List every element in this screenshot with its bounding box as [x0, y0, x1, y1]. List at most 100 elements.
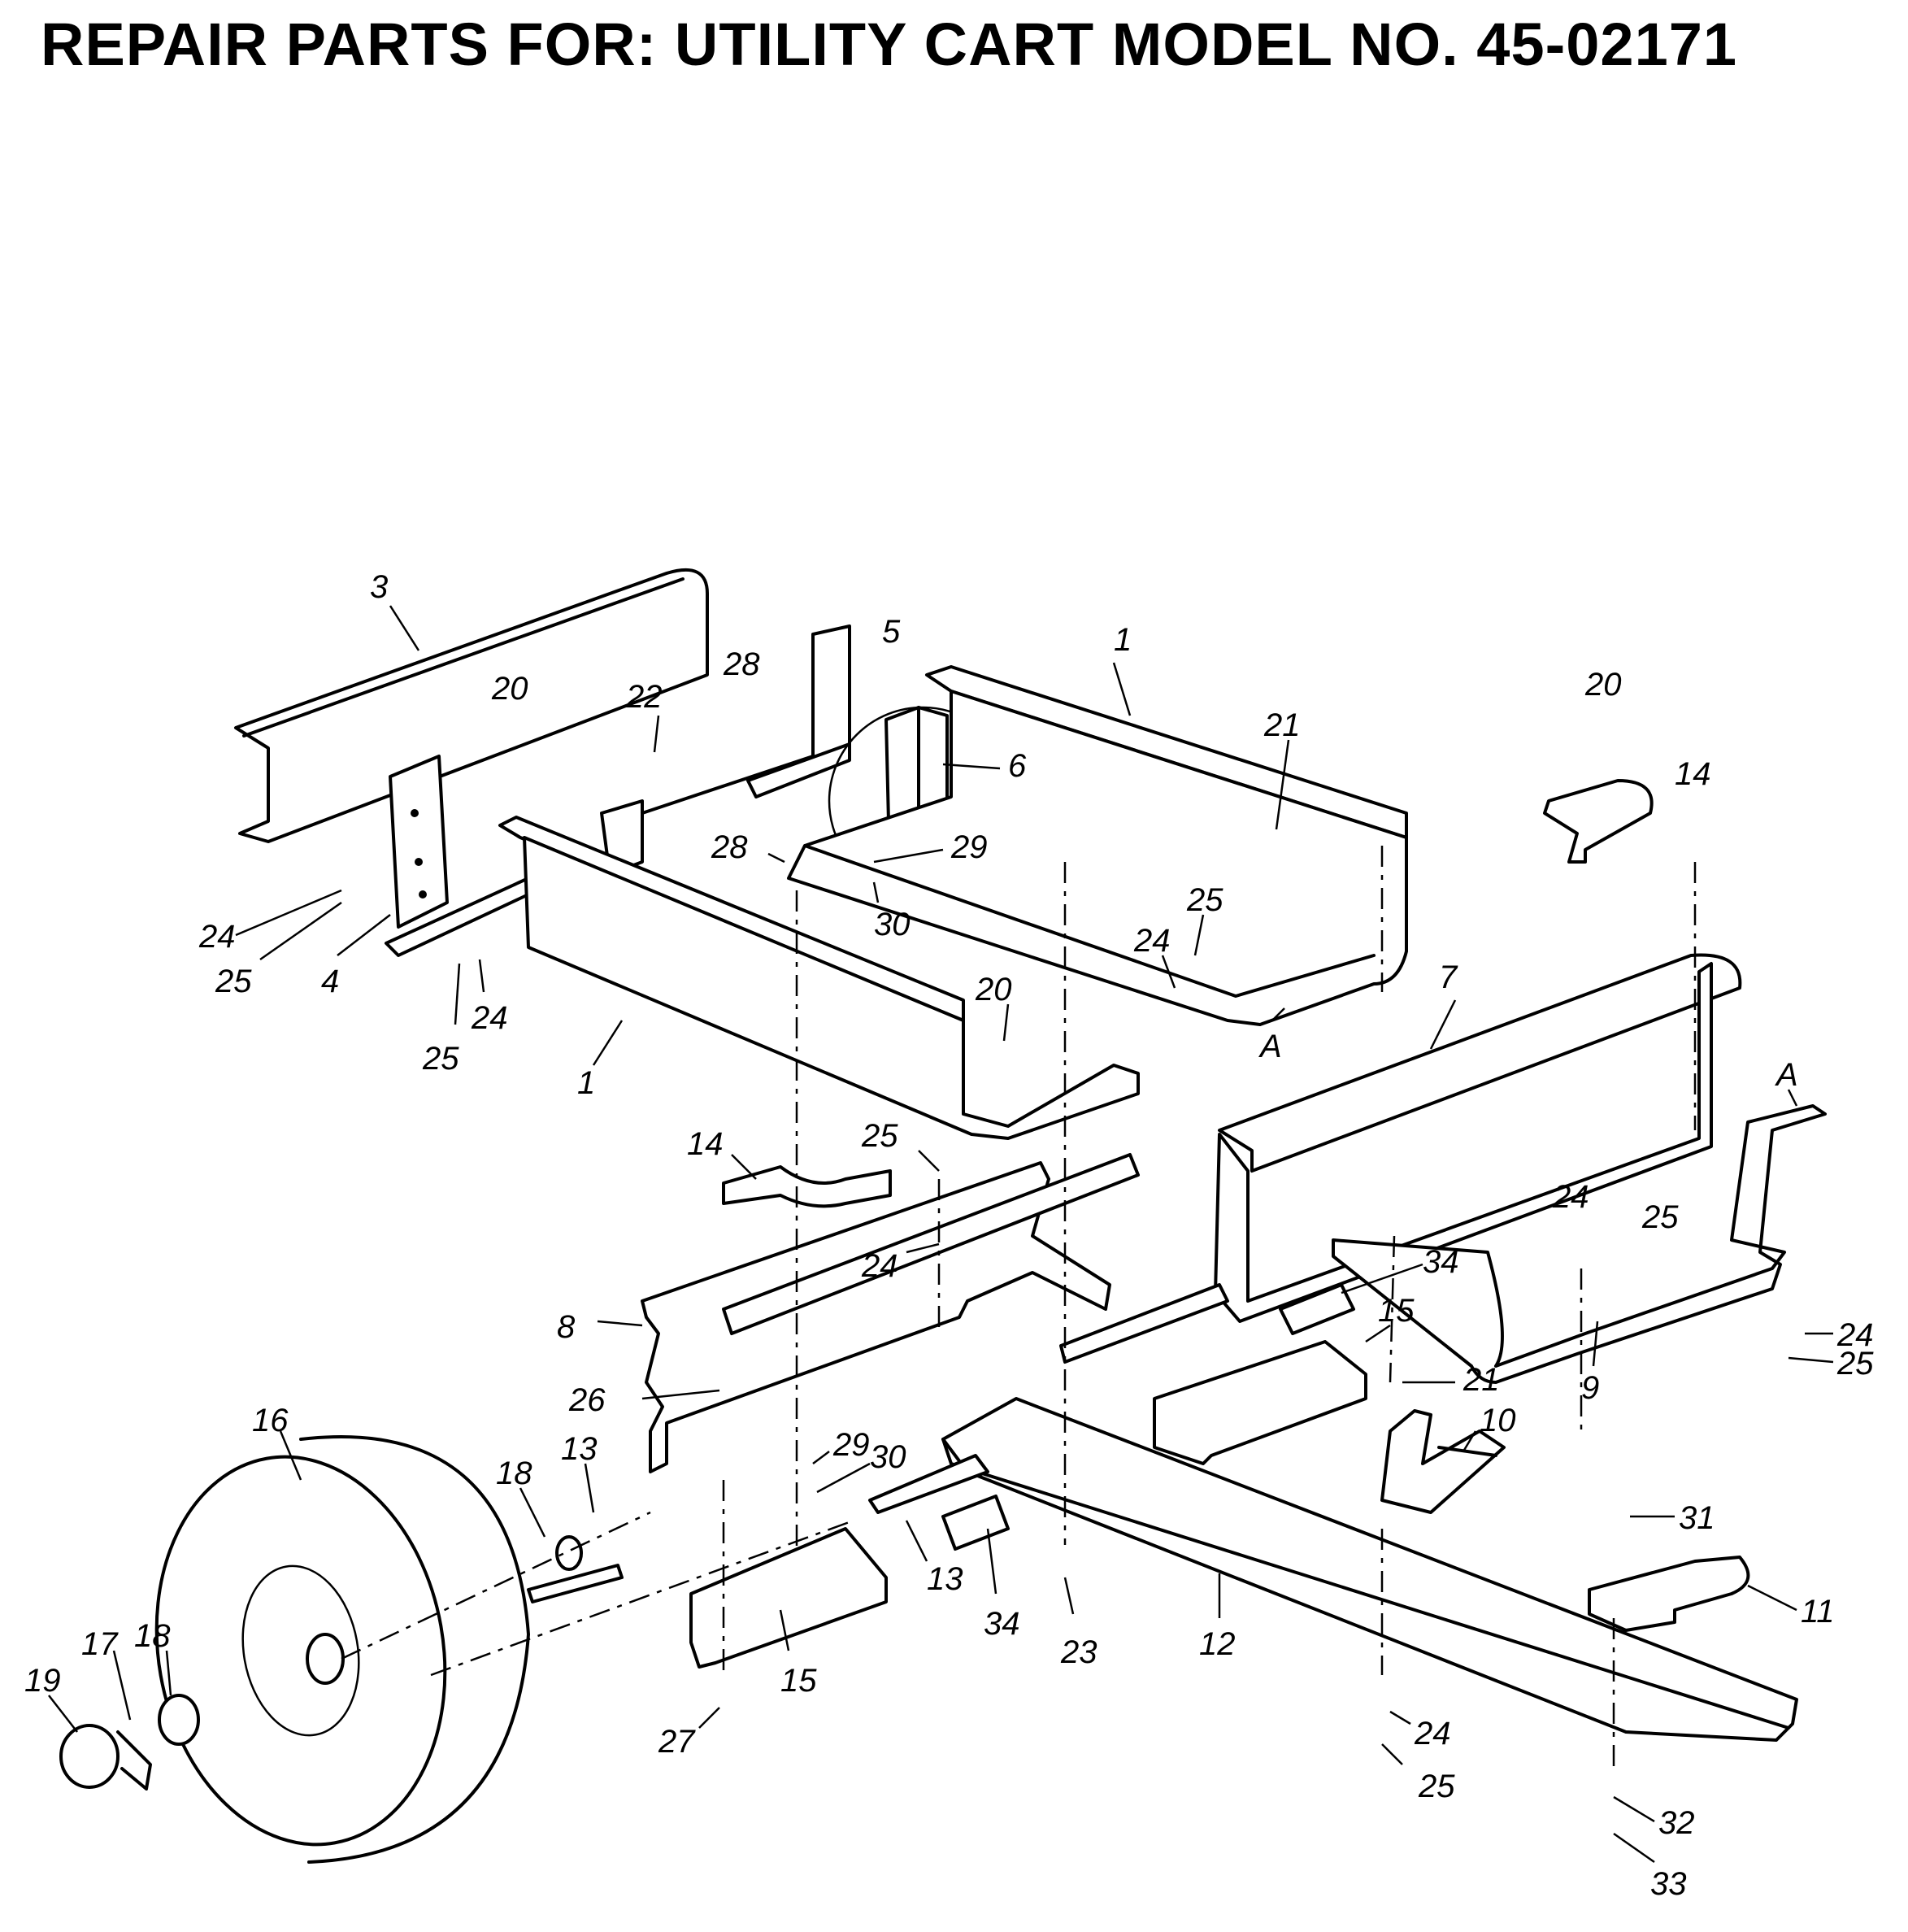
callout: 15	[1378, 1293, 1415, 1329]
callout-25-a: 25	[215, 901, 342, 999]
callout: 30	[870, 1439, 906, 1475]
callout-24-e: 24	[1552, 1179, 1589, 1215]
callout: 6	[1008, 748, 1027, 784]
callout-21-lower: 21	[1402, 1362, 1500, 1398]
callout: 29	[832, 1427, 870, 1463]
part-1-left-side	[498, 816, 1140, 1140]
callout-28-b: 28	[711, 829, 785, 865]
callout: 3	[370, 569, 388, 605]
callout: 21	[1263, 707, 1301, 743]
callout: 22	[625, 679, 663, 715]
callout: 25	[422, 1041, 459, 1077]
callout: 24	[1552, 1179, 1589, 1215]
callout-18-upper: 18	[496, 1456, 546, 1538]
part-9-front-support	[1332, 1104, 1827, 1384]
callout: 24	[198, 919, 236, 955]
callout-12: 12	[1199, 1573, 1236, 1662]
callout-7: 7	[1429, 959, 1458, 1050]
part-15-left-pivot	[689, 1527, 888, 1669]
part-1-right-side	[787, 665, 1408, 1026]
callout-24-d: 24	[861, 1242, 940, 1284]
callout-34-a: 34	[1341, 1244, 1459, 1295]
callout: 7	[1439, 959, 1458, 995]
callout-25-d: 25	[861, 1118, 940, 1172]
callout: 25	[1418, 1769, 1455, 1804]
callout-20-right: 20	[1584, 667, 1622, 703]
callout-25-e: 25	[1641, 1199, 1679, 1235]
callout-13-lower: 13	[905, 1520, 963, 1597]
callout: 24	[861, 1248, 898, 1284]
alignment-lines	[341, 846, 1697, 1773]
callout-26: 26	[568, 1382, 720, 1418]
part-13-axle-rods	[527, 1283, 1355, 1603]
callout-30-a: 30	[872, 881, 911, 942]
part-12-axle-beam	[941, 1397, 1798, 1742]
callout: 15	[780, 1663, 817, 1699]
callout-29-a: 29	[873, 829, 988, 865]
callout: 10	[1480, 1403, 1516, 1438]
callout-25-f: 25	[1788, 1346, 1874, 1382]
callout: 18	[134, 1618, 171, 1654]
callout: 13	[927, 1561, 963, 1597]
callout-23: 23	[1060, 1577, 1097, 1670]
callout: 17	[81, 1626, 119, 1662]
callout: 30	[874, 907, 911, 942]
callout-15-left: 15	[779, 1609, 817, 1699]
part-14-lower-bracket	[722, 1165, 892, 1208]
callout-4: 4	[321, 914, 391, 999]
part-15-right-pivot	[1153, 1340, 1367, 1465]
part-7-front-panel	[1214, 953, 1742, 1323]
callout: 34	[1423, 1244, 1459, 1280]
callout: A	[1258, 1029, 1282, 1064]
callout: 24	[471, 1000, 508, 1036]
callout-19: 19	[24, 1663, 78, 1733]
callout: 14	[687, 1126, 724, 1162]
callout: 24	[1414, 1716, 1451, 1751]
callout-25-b: 25	[422, 963, 461, 1077]
callout: 13	[561, 1431, 598, 1467]
callout-1-left: 1	[577, 1020, 624, 1101]
callout: 16	[252, 1403, 289, 1438]
callout: 34	[984, 1606, 1020, 1642]
callout: 24	[1836, 1317, 1874, 1353]
callout-25-c: 25	[1186, 882, 1223, 956]
callout-29-b: 29	[812, 1427, 870, 1464]
callout-34-b: 34	[984, 1528, 1020, 1642]
callout: 9	[1581, 1370, 1599, 1406]
callout-3: 3	[370, 569, 420, 651]
callout: 26	[568, 1382, 606, 1418]
callout: 25	[1836, 1346, 1874, 1382]
callout-9: 9	[1581, 1321, 1599, 1406]
callout: 1	[1114, 622, 1132, 658]
callout: 25	[1641, 1199, 1679, 1235]
callout: 33	[1650, 1866, 1687, 1902]
callout-5: 5	[882, 614, 901, 650]
callout-27: 27	[658, 1707, 720, 1760]
callout: 29	[950, 829, 988, 865]
callout-11: 11	[1747, 1584, 1835, 1630]
part-14-upper-right-bracket	[1543, 779, 1654, 864]
callout: 11	[1801, 1594, 1835, 1630]
callout-31: 31	[1630, 1500, 1715, 1536]
callout-28-a: 28	[723, 646, 760, 682]
callout-13-upper: 13	[561, 1431, 598, 1513]
callout: 32	[1658, 1805, 1695, 1841]
callout-14-lower: 14	[687, 1126, 757, 1180]
callout-A-1: A	[1258, 1007, 1285, 1064]
parts-17-19-hub-hardware	[59, 1535, 583, 1791]
callout-33: 33	[1613, 1832, 1687, 1902]
callout-24-f: 24	[1805, 1317, 1874, 1353]
callout-20-top-left: 20	[491, 671, 528, 707]
callout-32: 32	[1613, 1795, 1695, 1841]
callout-24-g: 24	[1389, 1710, 1451, 1751]
callout-21-upper: 21	[1263, 707, 1301, 830]
callout: 28	[711, 829, 748, 865]
callout-25-g: 25	[1381, 1743, 1455, 1804]
callout-24-c: 24	[1133, 923, 1176, 989]
callout: 5	[882, 614, 901, 650]
callout-24-b: 24	[471, 959, 508, 1036]
callout-18-lower: 18	[134, 1618, 172, 1696]
callout: 19	[24, 1663, 61, 1699]
